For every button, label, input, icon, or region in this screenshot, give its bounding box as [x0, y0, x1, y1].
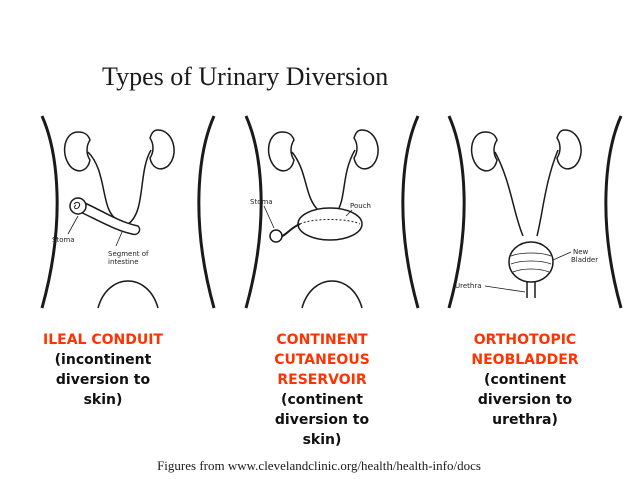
caption-2-desc-line-3: skin): [237, 430, 407, 450]
caption-1-name-line-1: ILEAL CONDUIT: [18, 330, 188, 350]
source-footer: Figures from www.clevelandclinic.org/hea…: [0, 458, 638, 474]
ileal-conduit-illustration: Stoma Segment of intestine: [38, 112, 218, 312]
pouch-label: Pouch: [350, 202, 371, 210]
caption-3-name-line-2: NEOBLADDER: [440, 350, 610, 370]
new-label: New: [573, 248, 589, 256]
bladder-label: Bladder: [571, 256, 598, 264]
orthotopic-neobladder-illustration: Urethra New Bladder: [445, 112, 625, 312]
segment-label: Segment of: [108, 250, 149, 258]
caption-2-name-line-2: CUTANEOUS: [237, 350, 407, 370]
caption-2-desc-line-1: (continent: [237, 390, 407, 410]
caption-2-desc-line-2: diversion to: [237, 410, 407, 430]
caption-3-desc-line-1: (continent: [440, 370, 610, 390]
caption-1-desc-line-1: (incontinent: [18, 350, 188, 370]
caption-orthotopic-neobladder: ORTHOTOPIC NEOBLADDER (continent diversi…: [440, 330, 610, 430]
caption-2-name-line-3: RESERVOIR: [237, 370, 407, 390]
caption-3-desc-line-3: urethra): [440, 410, 610, 430]
caption-3-desc-line-2: diversion to: [440, 390, 610, 410]
urethra-label: Urethra: [455, 282, 482, 290]
intestine-label: intestine: [108, 258, 139, 266]
continent-cutaneous-reservoir-illustration: Stoma Pouch: [242, 112, 422, 312]
caption-continent-cutaneous-reservoir: CONTINENT CUTANEOUS RESERVOIR (continent…: [237, 330, 407, 450]
caption-ileal-conduit: ILEAL CONDUIT (incontinent diversion to …: [18, 330, 188, 410]
caption-3-name-line-1: ORTHOTOPIC: [440, 330, 610, 350]
caption-2-name-line-1: CONTINENT: [237, 330, 407, 350]
caption-1-desc-line-2: diversion to: [18, 370, 188, 390]
stoma-label-2: Stoma: [250, 198, 273, 206]
slide-title: Types of Urinary Diversion: [102, 62, 388, 92]
stoma-label: Stoma: [52, 236, 75, 244]
caption-1-desc-line-3: skin): [18, 390, 188, 410]
